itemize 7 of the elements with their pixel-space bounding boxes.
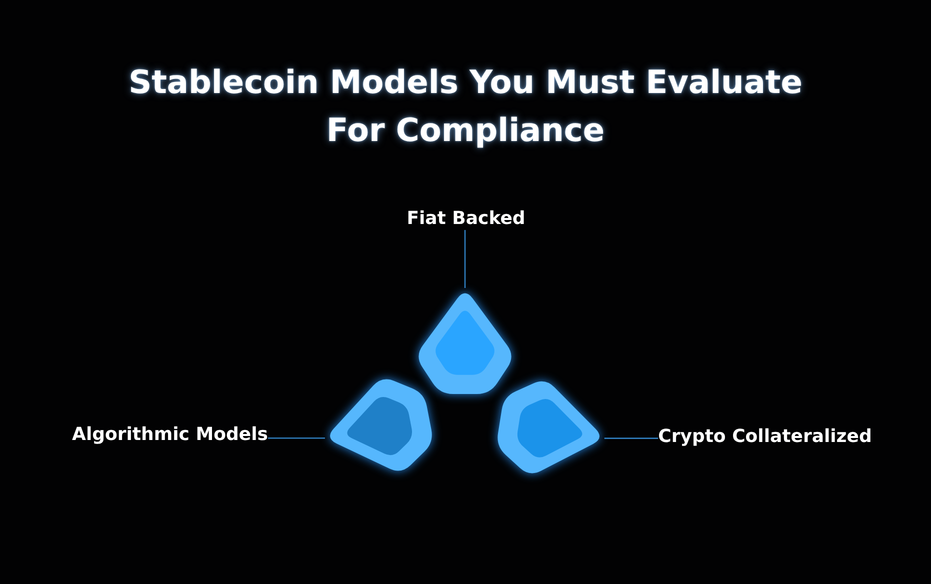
leader-line (604, 438, 658, 439)
leader-line (268, 437, 325, 439)
leader-line (464, 230, 466, 288)
category-label: Algorithmic Models (72, 424, 268, 446)
category-label: Crypto Collateralized (658, 426, 872, 448)
category-label: Fiat Backed (406, 208, 526, 230)
title: Stablecoin Models You Must Evaluate For Compliance (128, 62, 804, 151)
